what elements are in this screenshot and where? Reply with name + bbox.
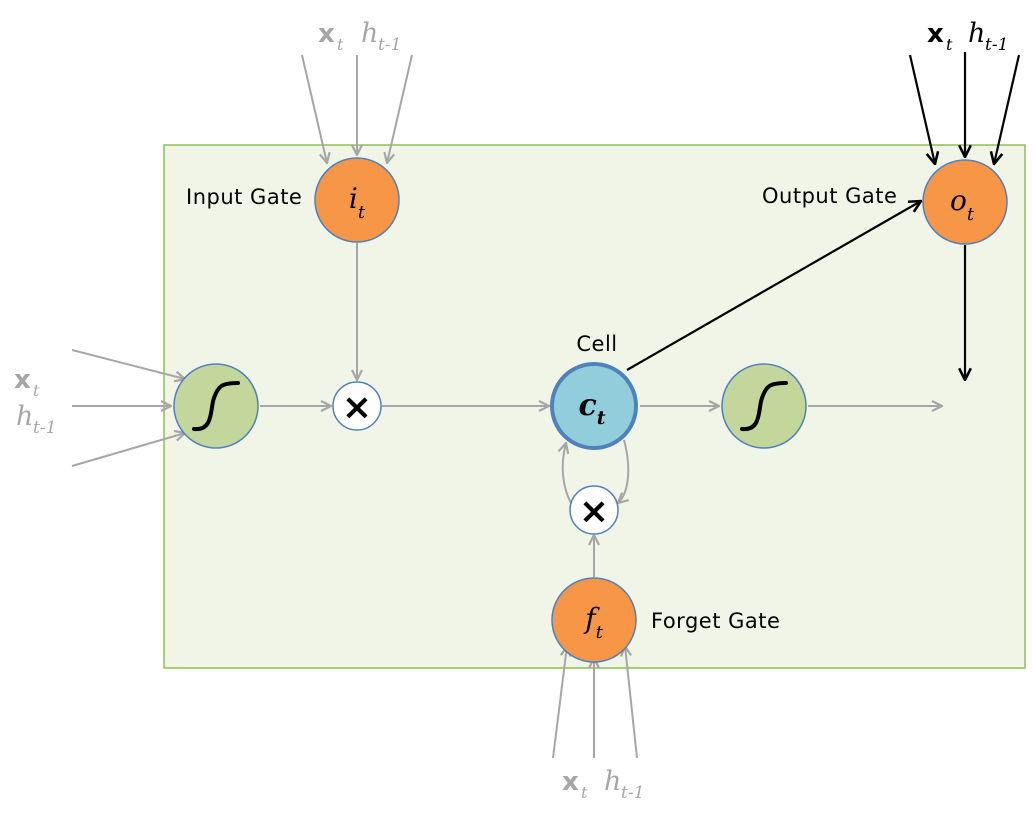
svg-text:x: x bbox=[318, 19, 335, 49]
svg-text:h: h bbox=[968, 18, 985, 49]
svg-text:t: t bbox=[946, 35, 953, 54]
output-squash-node bbox=[721, 363, 807, 449]
svg-text:t-1: t-1 bbox=[378, 35, 401, 55]
svg-text:t: t bbox=[337, 35, 344, 54]
svg-text:x: x bbox=[14, 365, 31, 395]
svg-text:h: h bbox=[604, 766, 621, 797]
squash-inputs-label: x t h t-1 bbox=[14, 365, 56, 438]
svg-text:x: x bbox=[562, 767, 579, 797]
input-gate-inputs-label: x t h t-1 bbox=[318, 18, 401, 55]
input-gate-symbol: it bbox=[349, 182, 366, 223]
cell-to-forget-mult-arrow bbox=[618, 439, 630, 503]
input-gate-node bbox=[314, 157, 400, 243]
input-gate-arrow-left bbox=[301, 54, 327, 163]
input-multiply-node bbox=[332, 381, 382, 431]
output-gate-node bbox=[922, 159, 1008, 245]
cell-to-output-gate-arrow bbox=[626, 201, 921, 371]
output-gate-arrow-right bbox=[994, 54, 1021, 164]
output-gate-symbol: ot bbox=[950, 184, 975, 225]
svg-text:h: h bbox=[16, 401, 33, 432]
svg-text:h: h bbox=[361, 18, 378, 49]
svg-text:t-1: t-1 bbox=[621, 783, 644, 803]
input-sigmoid-icon bbox=[192, 381, 240, 432]
forget-multiply-icon: × bbox=[579, 491, 609, 532]
svg-text:t-1: t-1 bbox=[33, 418, 56, 438]
forget-multiply-node bbox=[569, 485, 619, 535]
input-squash-node bbox=[173, 363, 259, 449]
output-gate-inputs-label: x t h t-1 bbox=[927, 18, 1008, 55]
svg-text:t: t bbox=[581, 783, 588, 802]
input-multiply-icon: × bbox=[342, 387, 372, 428]
forget-gate-arrow-right bbox=[625, 646, 638, 759]
squash-in-arrow-bottom bbox=[71, 433, 185, 467]
forget-gate-node bbox=[551, 577, 637, 663]
forget-gate-arrow-left bbox=[552, 646, 567, 759]
input-gate-label: Input Gate bbox=[186, 185, 302, 209]
svg-text:t: t bbox=[33, 381, 40, 400]
forget-gate-inputs-label: x t h t-1 bbox=[562, 766, 644, 803]
cell-node bbox=[550, 362, 638, 450]
input-gate-arrow-right bbox=[387, 54, 413, 163]
cell-symbol: ct bbox=[578, 388, 605, 429]
squash-in-arrow-top bbox=[71, 349, 185, 379]
output-gate-label: Output Gate bbox=[762, 184, 897, 208]
svg-text:t-1: t-1 bbox=[985, 35, 1008, 55]
cell-label: Cell bbox=[576, 332, 617, 356]
forget-gate-label: Forget Gate bbox=[651, 609, 780, 633]
output-gate-arrow-left bbox=[908, 54, 935, 164]
output-sigmoid-icon bbox=[740, 381, 788, 432]
svg-text:x: x bbox=[927, 19, 944, 49]
